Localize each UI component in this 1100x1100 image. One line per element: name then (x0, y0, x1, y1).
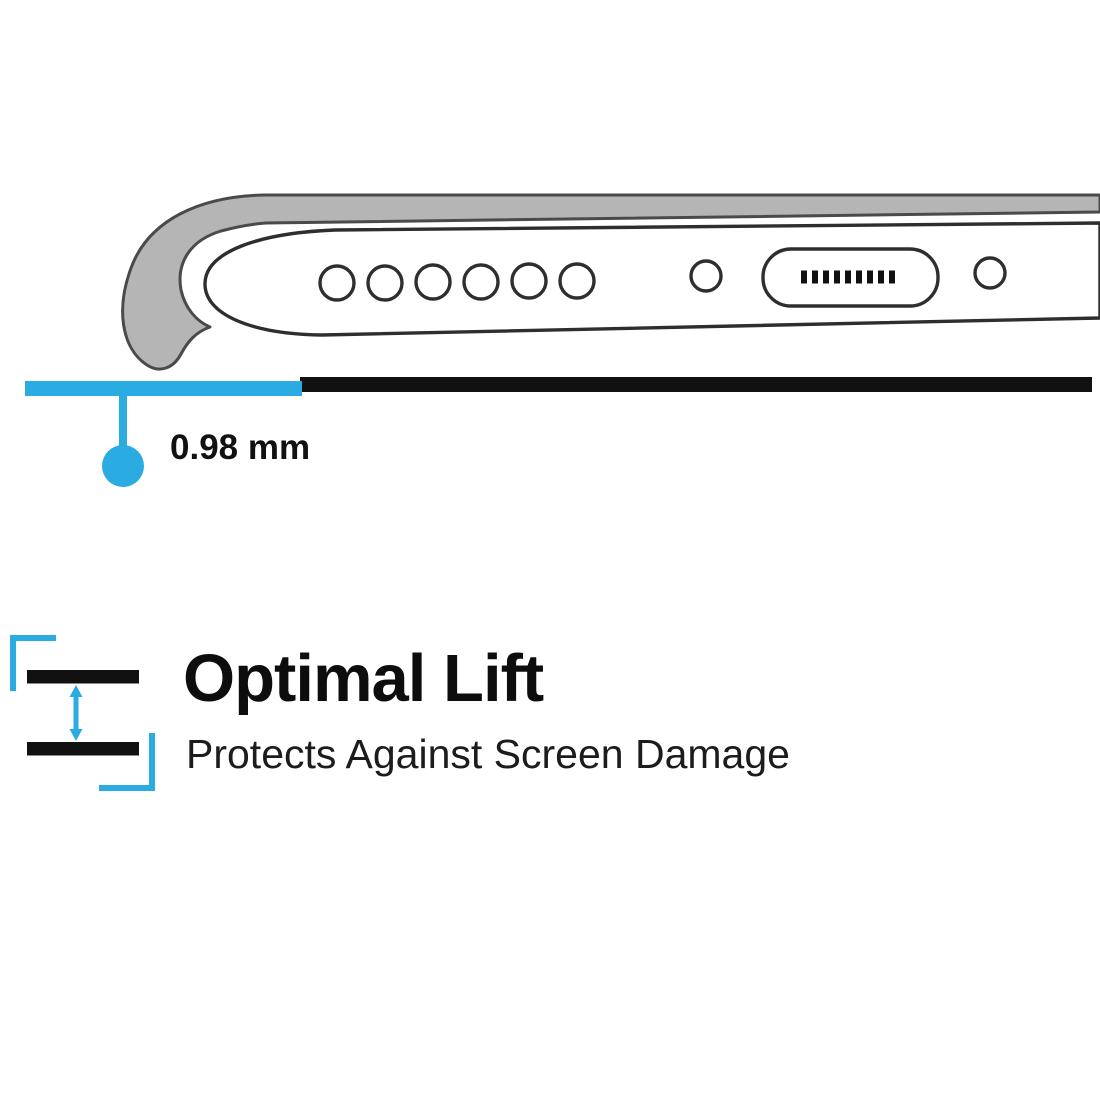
vertical-arrow-icon (69, 685, 83, 741)
speaker-hole (366, 264, 404, 302)
speaker-hole (462, 263, 500, 301)
speaker-hole (318, 264, 356, 302)
speaker-holes (318, 262, 596, 302)
feature-title: Optimal Lift (183, 641, 544, 716)
measurement-pointer (102, 395, 144, 487)
measurement-pointer-dot (102, 445, 144, 487)
corner-bracket-top-left-icon (10, 635, 56, 691)
surface-line-dark (300, 377, 1092, 392)
surface-line-accent (25, 381, 302, 396)
speaker-hole (510, 262, 548, 300)
feature-subtitle: Protects Against Screen Damage (186, 731, 790, 777)
mic-hole (689, 259, 723, 293)
phone-case-illustration (25, 193, 1100, 487)
measurement-label: 0.98 mm (170, 428, 311, 467)
lift-bottom-bar (27, 742, 139, 756)
lift-gap-icon (10, 635, 155, 791)
corner-bracket-bottom-right-icon (99, 733, 155, 791)
speaker-hole (414, 263, 452, 301)
speaker-hole (558, 262, 596, 300)
lift-top-bar (27, 670, 139, 684)
charging-port-icon (761, 247, 940, 308)
screw-hole (973, 256, 1007, 290)
case-lip (121, 193, 1100, 371)
